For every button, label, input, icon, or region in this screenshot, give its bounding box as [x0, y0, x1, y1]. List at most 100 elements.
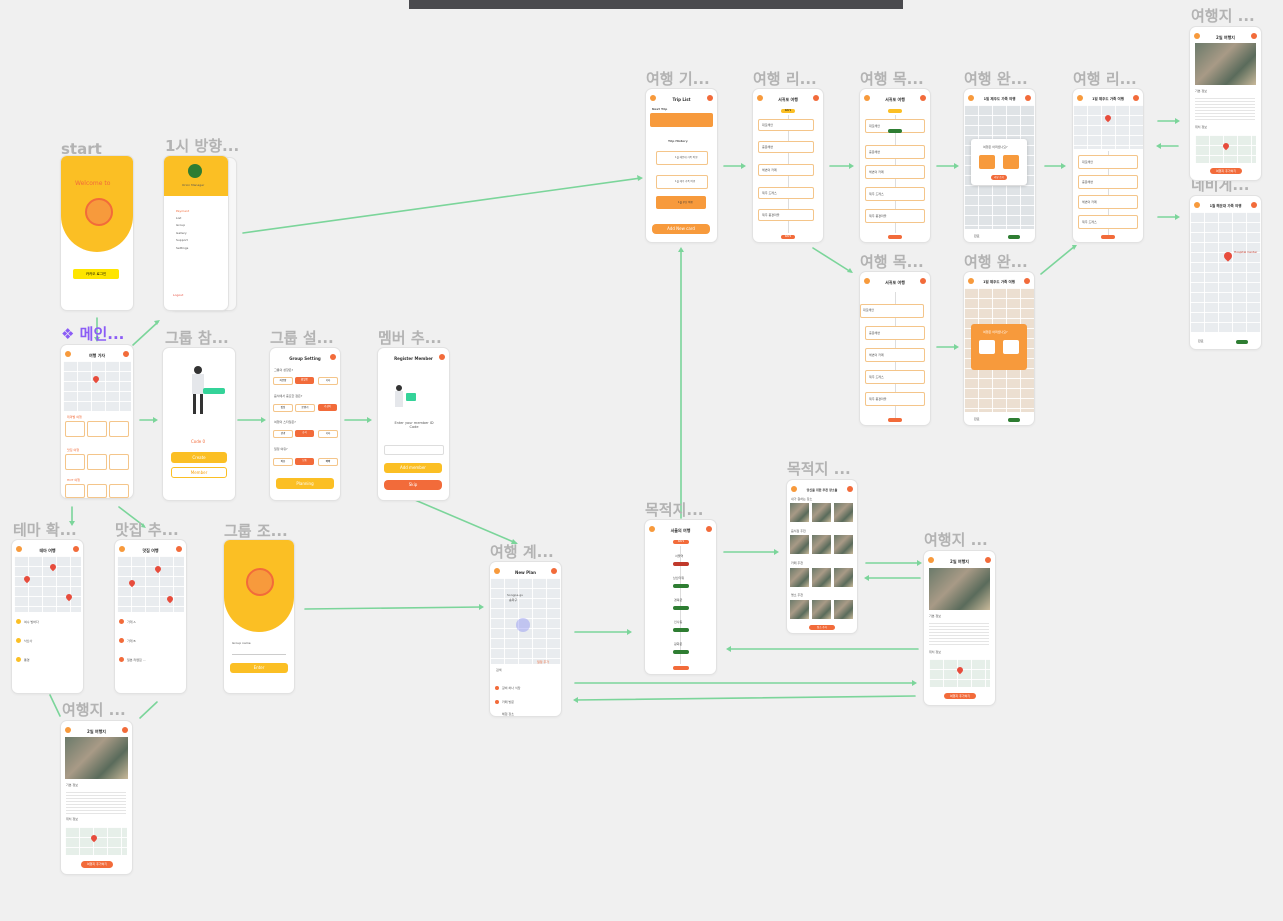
restaurant-card[interactable]	[65, 454, 85, 470]
avatar[interactable]	[707, 95, 713, 101]
option[interactable]: 분위기	[295, 404, 315, 412]
map-view[interactable]	[63, 361, 131, 411]
option[interactable]: 관광	[273, 430, 293, 438]
option[interactable]: 여유	[273, 458, 293, 466]
itinerary-item[interactable]: 대포해안	[1078, 155, 1138, 169]
group-name-input[interactable]	[232, 648, 286, 655]
itinerary-item[interactable]: 제주 드레스	[865, 187, 925, 201]
itinerary-item[interactable]: 제주 드레스	[865, 370, 925, 384]
menu-item-group[interactable]: Group	[176, 223, 186, 227]
thumbs-down-icon[interactable]	[979, 340, 995, 354]
option[interactable]: 차분함	[273, 377, 293, 385]
place-photo[interactable]	[834, 535, 853, 554]
menu-item-gallery[interactable]: Gallery	[176, 231, 187, 235]
list-item[interactable]: 서울역	[675, 554, 684, 558]
thumbs-up-icon[interactable]	[1003, 340, 1019, 354]
place-photo[interactable]	[834, 568, 853, 587]
avatar[interactable]	[985, 557, 991, 563]
list-item[interactable]: 낙산사	[24, 639, 33, 643]
add-place-button[interactable]: 장소 추가	[809, 625, 835, 630]
avatar[interactable]	[123, 351, 129, 357]
hot-card[interactable]	[87, 484, 107, 498]
avatar[interactable]	[706, 526, 712, 532]
place-photo[interactable]	[812, 503, 831, 522]
map-view[interactable]	[65, 827, 127, 855]
list-item[interactable]: 통영	[24, 658, 30, 662]
list-item[interactable]: 남산타워	[673, 576, 685, 580]
avatar[interactable]	[920, 95, 926, 101]
place-photo[interactable]	[790, 600, 809, 619]
option-selected[interactable]: 보통	[295, 458, 314, 465]
avatar[interactable]	[813, 95, 819, 101]
history-card[interactable]: 1월 제주 가족 여행	[656, 175, 708, 189]
itinerary-item[interactable]: 중문해변	[865, 145, 925, 159]
list-item[interactable]: 가게 B	[127, 639, 136, 643]
itinerary-item[interactable]: 대포해안	[860, 304, 924, 318]
list-item[interactable]: 갈비 하나 식당	[502, 686, 521, 690]
map-view[interactable]	[1195, 135, 1256, 163]
add-place-button[interactable]: 여행지 추가하기	[944, 693, 976, 699]
itinerary-item[interactable]: 제주 풍경마을	[758, 209, 814, 221]
avatar[interactable]	[551, 568, 557, 574]
itinerary-item[interactable]: 대포해안	[758, 119, 814, 131]
map-view[interactable]	[117, 556, 184, 612]
itinerary-item[interactable]: 해변의 카페	[758, 164, 814, 176]
place-photo[interactable]	[790, 568, 809, 587]
itinerary-item[interactable]: 해변의 카페	[1078, 195, 1138, 209]
logout-link[interactable]: Logout	[173, 293, 184, 297]
add-place-button[interactable]: 여행지 추가하기	[81, 861, 113, 868]
done-badge[interactable]	[1236, 340, 1248, 344]
avatar[interactable]	[1251, 33, 1257, 39]
avatar[interactable]	[1133, 95, 1139, 101]
add-schedule-link[interactable]: 일정 추가	[537, 660, 549, 664]
member-id-input[interactable]	[384, 445, 444, 455]
menu-item-payment[interactable]: Payment	[176, 209, 190, 213]
option-selected[interactable]: 활발함	[295, 377, 314, 384]
place-photo[interactable]	[812, 568, 831, 587]
done-badge[interactable]	[1008, 418, 1020, 422]
restaurant-card[interactable]	[87, 454, 107, 470]
map-view[interactable]	[929, 659, 990, 687]
search-input[interactable]: 검색	[496, 668, 502, 672]
next-trip-card[interactable]	[650, 113, 713, 127]
place-photo[interactable]	[812, 600, 831, 619]
list-item[interactable]: 경복궁	[674, 598, 683, 602]
list-item[interactable]: 광화문	[674, 642, 683, 646]
place-photo[interactable]	[812, 535, 831, 554]
kakao-login-button[interactable]: 카카오 로그인	[73, 269, 119, 279]
place-photo[interactable]	[790, 503, 809, 522]
place-photo[interactable]	[834, 600, 853, 619]
map-view[interactable]: Songpa-gu 송파구	[490, 578, 561, 664]
skip-button[interactable]: Skip	[384, 480, 442, 490]
avatar[interactable]	[920, 278, 926, 284]
list-item[interactable]: 카페 방문	[502, 700, 514, 704]
itinerary-item[interactable]: 중문해변	[758, 141, 814, 153]
itinerary-item[interactable]: 제주 풍경마을	[865, 392, 925, 406]
itinerary-item[interactable]: 제주 풍경마을	[865, 209, 925, 223]
history-card[interactable]: 1월 부산 여행	[656, 196, 706, 209]
map-view[interactable]	[1073, 105, 1143, 149]
menu-item-support[interactable]: Support	[176, 238, 188, 242]
add-place-button[interactable]: 여행지 추가하기	[1210, 168, 1242, 174]
theme-card[interactable]	[109, 421, 129, 437]
map-view[interactable]: Hospital Center	[1190, 212, 1261, 332]
avatar[interactable]	[1024, 278, 1030, 284]
place-photo[interactable]	[834, 503, 853, 522]
add-new-card-button[interactable]: Add New card	[652, 224, 710, 234]
option[interactable]: 기타	[318, 430, 338, 438]
restaurant-card[interactable]	[109, 454, 129, 470]
itinerary-item[interactable]: 해변의 카페	[865, 348, 925, 362]
avatar[interactable]	[1025, 95, 1031, 101]
itinerary-item[interactable]: 중문해변	[865, 326, 925, 340]
thumbs-up-icon[interactable]	[1003, 155, 1019, 169]
planning-button[interactable]: Planning	[276, 478, 334, 489]
place-photo[interactable]	[790, 535, 809, 554]
review-button[interactable]: 리뷰 쓰기	[991, 175, 1007, 180]
theme-card[interactable]	[65, 421, 85, 437]
list-item[interactable]: 가게 A	[127, 620, 136, 624]
avatar[interactable]	[176, 546, 182, 552]
history-card[interactable]: 1월 해운대 가족 여행	[656, 151, 708, 165]
hot-card[interactable]	[65, 484, 85, 498]
itinerary-item[interactable]: 제주 드레스	[758, 187, 814, 199]
option[interactable]: 빡빡	[318, 458, 338, 466]
